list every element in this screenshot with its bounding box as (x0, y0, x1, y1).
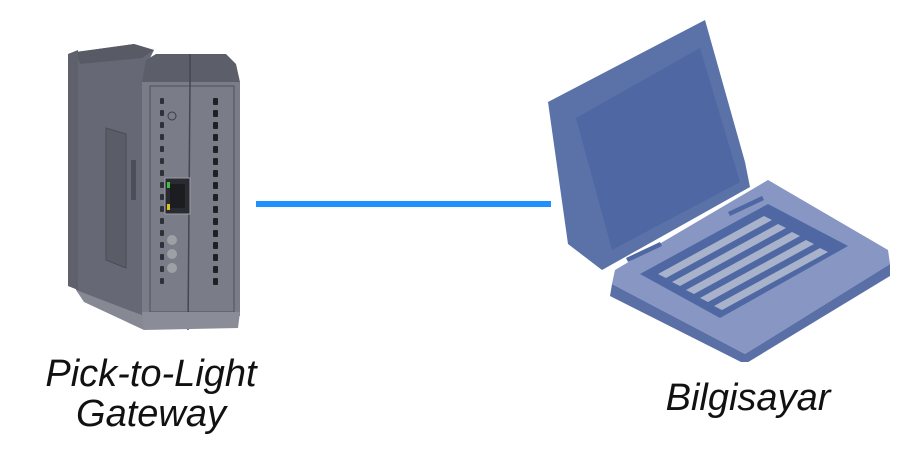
ethernet-connection-line (256, 201, 551, 207)
din-rail-gateway-device-icon (68, 44, 240, 331)
computer-label: Bilgisayar (665, 377, 831, 419)
laptop-icon (548, 20, 890, 364)
gateway-label-line1: Pick-to-Light (45, 353, 257, 395)
gateway-label: Pick-to-Light Gateway (20, 354, 282, 434)
gateway-device (64, 40, 244, 332)
computer-node (540, 12, 900, 364)
gateway-label-line2: Gateway (76, 393, 226, 435)
